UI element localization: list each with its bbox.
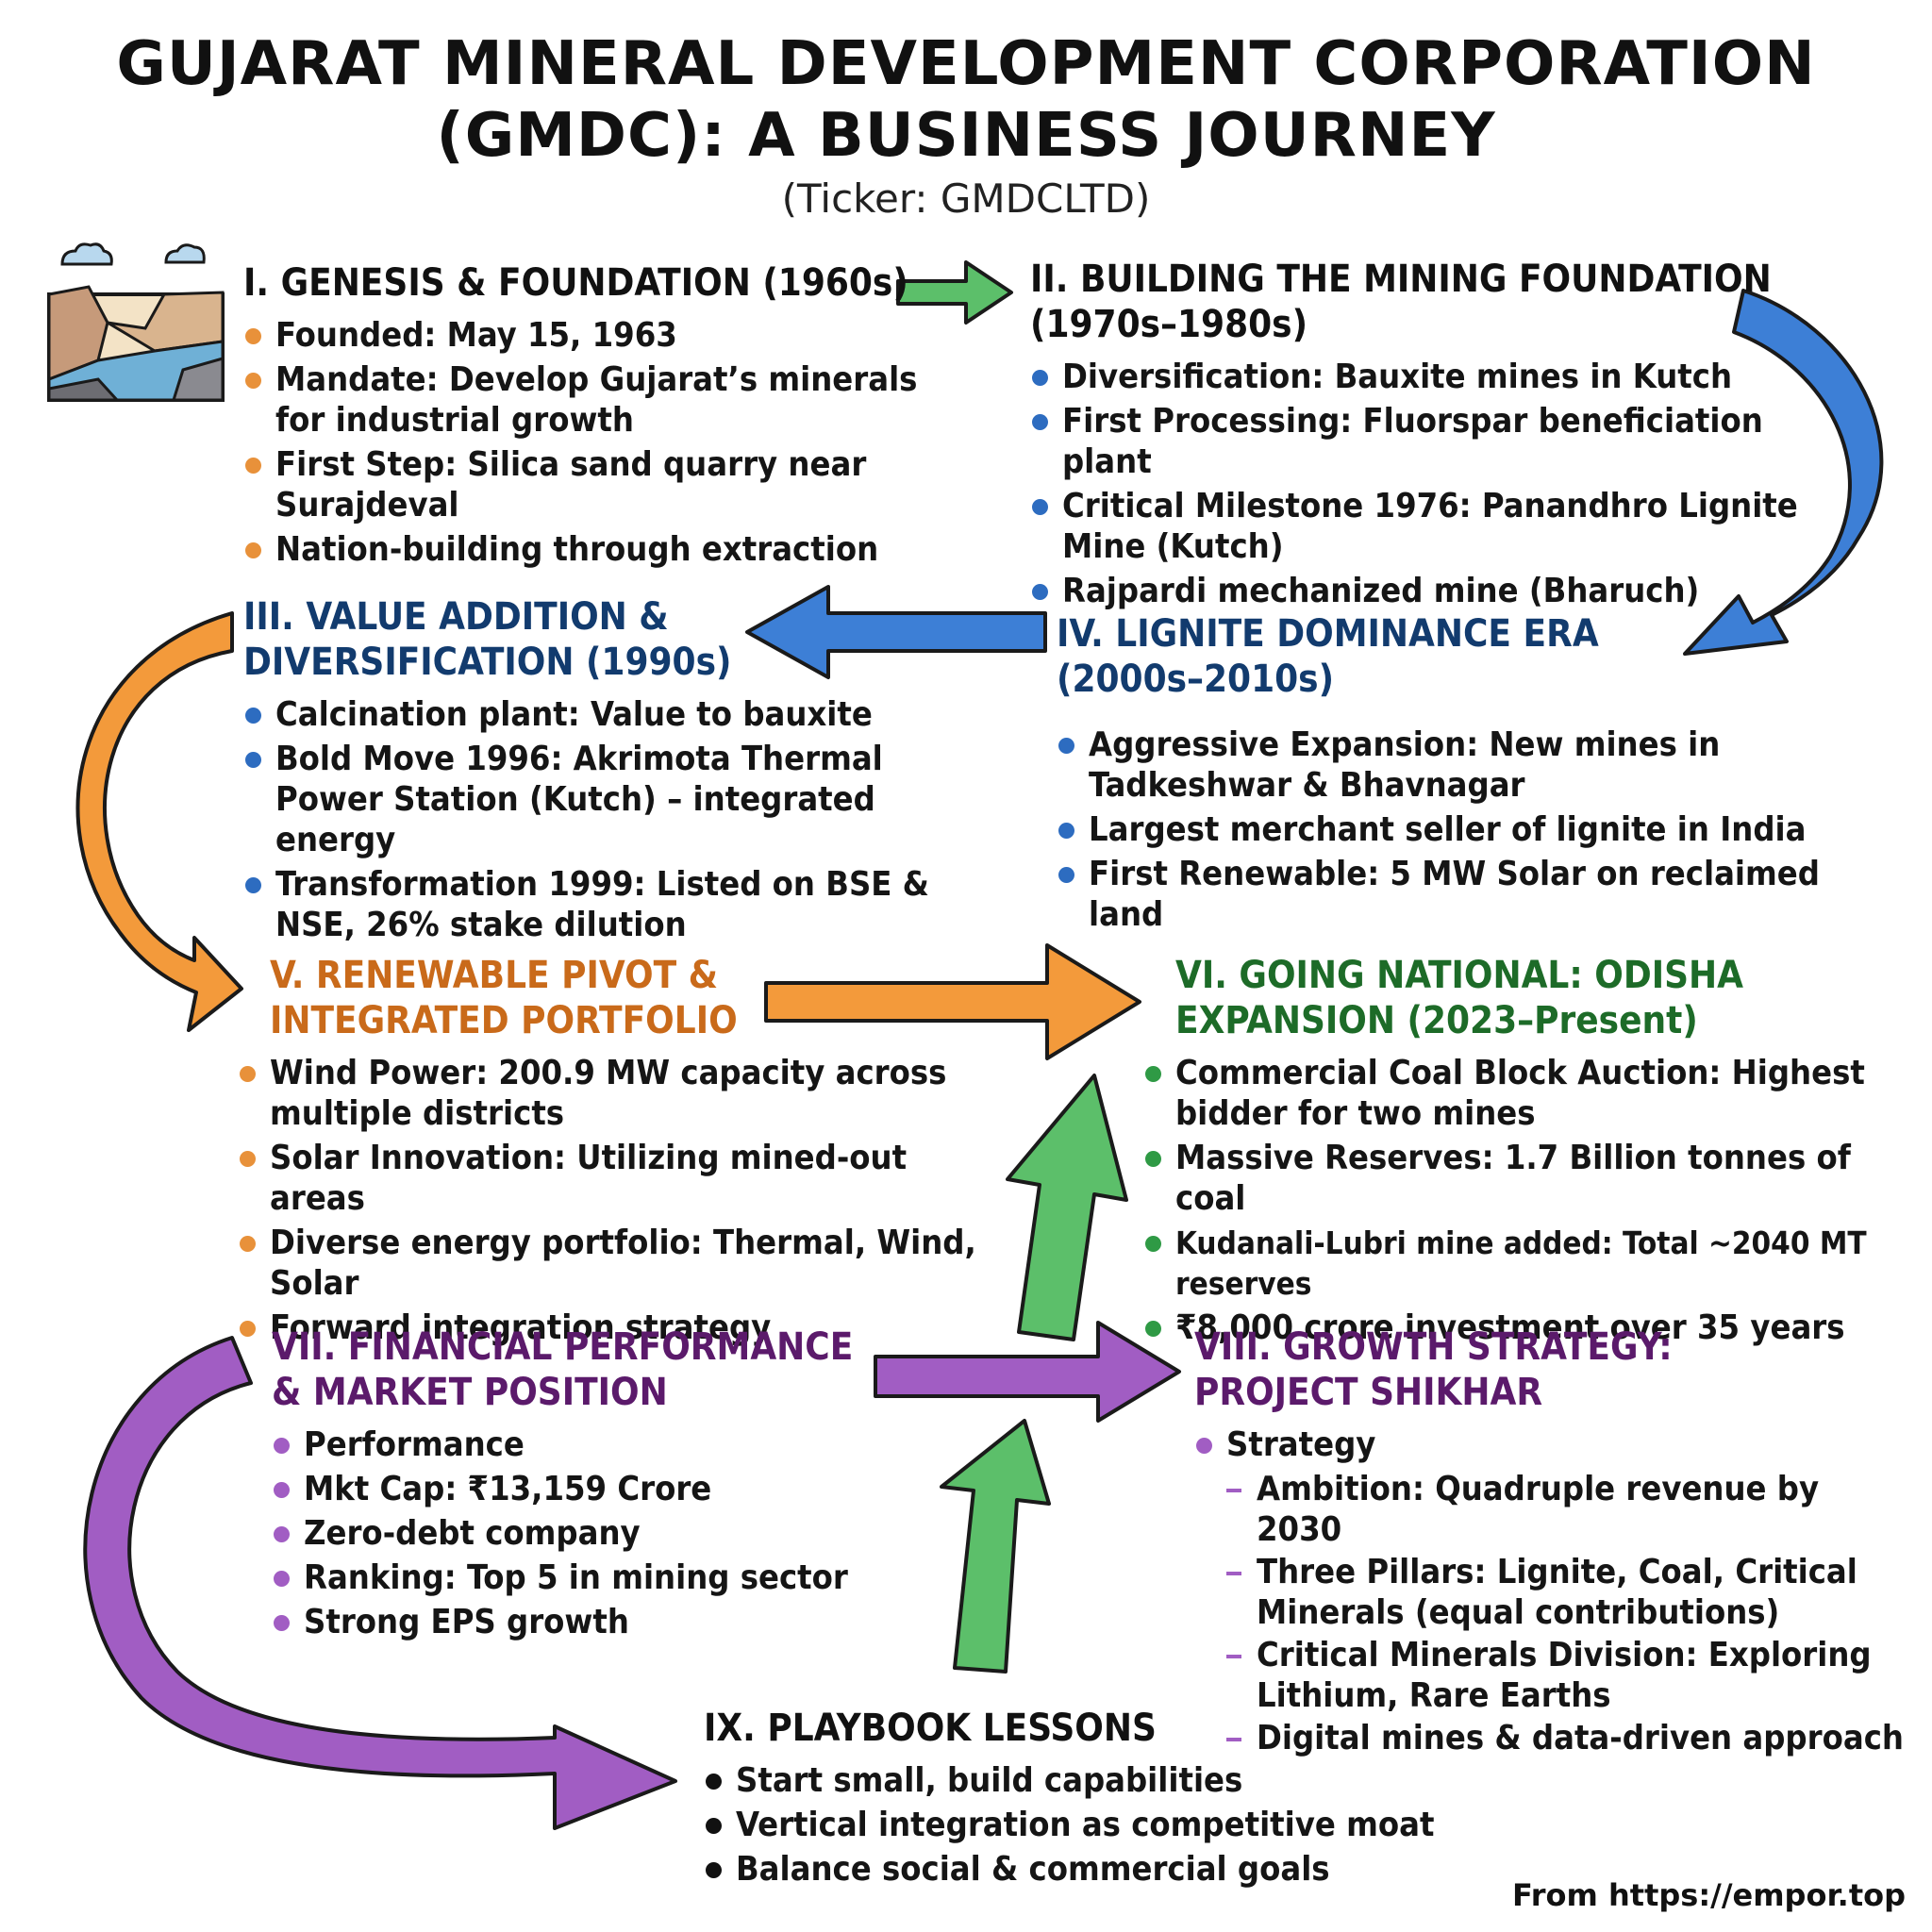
list-item: Diverse energy portfolio: Thermal, Wind,… bbox=[238, 1223, 992, 1304]
list-item: Strategy bbox=[1194, 1424, 1911, 1465]
arrow-vii-to-ix bbox=[83, 1336, 677, 1830]
arrow-vii-to-vi bbox=[1006, 1074, 1128, 1341]
page-title-line2: (GMDC): A BUSINESS JOURNEY bbox=[436, 101, 1496, 171]
list-item: Transformation 1999: Listed on BSE & NSE… bbox=[243, 864, 970, 945]
list-item: Massive Reserves: 1.7 Billion tonnes of … bbox=[1143, 1138, 1926, 1219]
section-going-national: VI. GOING NATIONAL: ODISHA EXPANSION (20… bbox=[1143, 953, 1926, 1352]
sub-list-item: Critical Minerals Division: Exploring Li… bbox=[1224, 1635, 1911, 1716]
list-item: First Renewable: 5 MW Solar on reclaimed… bbox=[1057, 854, 1830, 935]
list-item: Performance bbox=[272, 1424, 875, 1465]
list-item: Mkt Cap: ₹13,159 Crore bbox=[272, 1469, 875, 1509]
list-item: Forward integration strategy bbox=[238, 1307, 992, 1348]
source-link[interactable]: From https://empor.top bbox=[1511, 1877, 1906, 1913]
sub-list-item: Digital mines & data-driven approach bbox=[1224, 1718, 1911, 1758]
section-lignite-dominance-title: IV. LIGNITE DOMINANCE ERA (2000s–2010s) bbox=[1057, 612, 1599, 701]
section-renewable-pivot: V. RENEWABLE PIVOT & INTEGRATED PORTFOLI… bbox=[238, 953, 992, 1352]
list-item: Start small, build capabilities bbox=[704, 1760, 1477, 1801]
list-item: Nation-building through extraction bbox=[243, 529, 941, 570]
section-lignite-dominance: IV. LIGNITE DOMINANCE ERA (2000s–2010s) … bbox=[1057, 611, 1830, 939]
list-item: Mandate: Develop Gujarat’s minerals for … bbox=[243, 359, 941, 441]
section-growth-strategy: VIII. GROWTH STRATEGY: PROJECT SHIKHAR S… bbox=[1194, 1324, 1911, 1760]
section-mining-foundation-title: II. BUILDING THE MINING FOUNDATION (1970… bbox=[1030, 258, 1772, 346]
list-item: First Processing: Fluorspar beneficiatio… bbox=[1030, 401, 1804, 482]
section-going-national-title: VI. GOING NATIONAL: ODISHA EXPANSION (20… bbox=[1175, 954, 1744, 1042]
section-genesis-title: I. GENESIS & FOUNDATION (1960s) bbox=[243, 261, 908, 305]
list-item: First Step: Silica sand quarry near Sura… bbox=[243, 444, 941, 525]
list-item: ₹8,000 crore investment over 35 years bbox=[1143, 1307, 1926, 1348]
list-item: Zero-debt company bbox=[272, 1513, 875, 1554]
sub-list-item: Three Pillars: Lignite, Coal, Critical M… bbox=[1224, 1552, 1911, 1633]
list-item: Solar Innovation: Utilizing mined-out ar… bbox=[238, 1138, 992, 1219]
list-item: Strong EPS growth bbox=[272, 1602, 875, 1642]
list-item: Ranking: Top 5 in mining sector bbox=[272, 1557, 875, 1598]
list-item: Calcination plant: Value to bauxite bbox=[243, 694, 970, 735]
list-item: Vertical integration as competitive moat bbox=[704, 1805, 1477, 1845]
mine-landscape-icon bbox=[47, 242, 225, 402]
list-item: Founded: May 15, 1963 bbox=[243, 315, 941, 356]
list-item: Wind Power: 200.9 MW capacity across mul… bbox=[238, 1053, 992, 1134]
section-growth-strategy-title: VIII. GROWTH STRATEGY: PROJECT SHIKHAR bbox=[1194, 1325, 1673, 1414]
section-playbook-lessons-title: IX. PLAYBOOK LESSONS bbox=[704, 1707, 1157, 1750]
section-financial-performance: VII. FINANCIAL PERFORMANCE & MARKET POSI… bbox=[272, 1324, 875, 1646]
list-item: Aggressive Expansion: New mines in Tadke… bbox=[1057, 724, 1830, 806]
section-value-addition: III. VALUE ADDITION & DIVERSIFICATION (1… bbox=[243, 594, 970, 949]
section-mining-foundation: II. BUILDING THE MINING FOUNDATION (1970… bbox=[1030, 257, 1804, 615]
list-item: Balance social & commercial goals bbox=[704, 1849, 1477, 1890]
section-playbook-lessons: IX. PLAYBOOK LESSONS Start small, build … bbox=[704, 1706, 1477, 1893]
arrow-ii-to-iv bbox=[1683, 289, 1884, 656]
list-item: Critical Milestone 1976: Panandhro Ligni… bbox=[1030, 486, 1804, 567]
list-item: Diversification: Bauxite mines in Kutch bbox=[1030, 357, 1804, 397]
section-financial-performance-title: VII. FINANCIAL PERFORMANCE & MARKET POSI… bbox=[272, 1325, 854, 1414]
arrow-v-to-vi bbox=[764, 943, 1141, 1060]
list-item: Bold Move 1996: Akrimota Thermal Power S… bbox=[243, 739, 970, 860]
arrow-vii-to-viii bbox=[874, 1321, 1181, 1423]
page-subtitle: (Ticker: GMDCLTD) bbox=[781, 175, 1151, 222]
section-genesis: I. GENESIS & FOUNDATION (1960s) Founded:… bbox=[243, 260, 941, 574]
sub-list-item: Ambition: Quadruple revenue by 2030 bbox=[1224, 1469, 1911, 1550]
list-item: Rajpardi mechanized mine (Bharuch) bbox=[1030, 571, 1804, 611]
section-value-addition-title: III. VALUE ADDITION & DIVERSIFICATION (1… bbox=[243, 595, 732, 684]
page-title-line1: GUJARAT MINERAL DEVELOPMENT CORPORATION bbox=[116, 29, 1816, 99]
arrow-iv-to-iii bbox=[745, 585, 1047, 679]
list-item: Kudanali-Lubri mine added: Total ~2040 M… bbox=[1143, 1223, 1926, 1304]
arrow-ix-to-viii bbox=[940, 1419, 1051, 1674]
list-item: Commercial Coal Block Auction: Highest b… bbox=[1143, 1053, 1926, 1134]
section-renewable-pivot-title: V. RENEWABLE PIVOT & INTEGRATED PORTFOLI… bbox=[270, 954, 738, 1042]
arrow-iii-to-v bbox=[75, 611, 243, 1032]
list-item: Largest merchant seller of lignite in In… bbox=[1057, 809, 1830, 850]
arrow-i-to-ii bbox=[896, 260, 1013, 325]
